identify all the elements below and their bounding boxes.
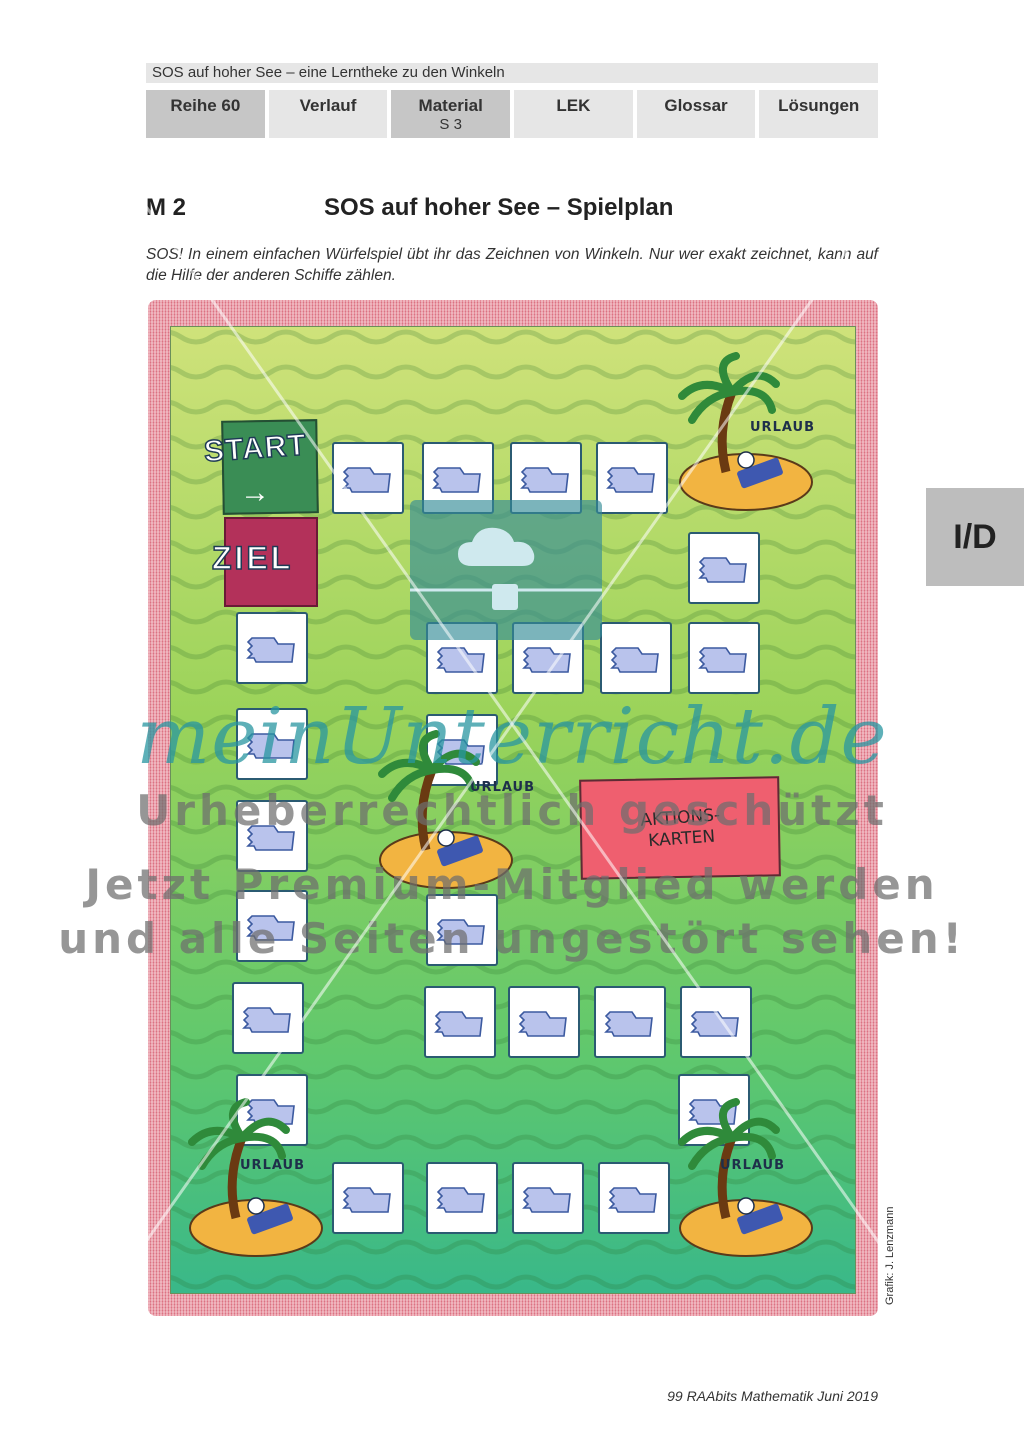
intro-text: SOS! In einem einfachen Würfelspiel übt … (146, 246, 878, 284)
ship-icon (434, 1011, 483, 1037)
palm-tree-icon (678, 1098, 813, 1257)
ziel-label: ZIEL (211, 539, 294, 577)
watermark-line-1: Urheberrechtlich geschützt (136, 786, 888, 835)
tab-glossar[interactable]: Glossar (636, 90, 756, 138)
board-field (512, 1162, 584, 1234)
board-field (596, 442, 668, 514)
board-field (680, 986, 752, 1058)
urlaub-label: URLAUB (750, 420, 815, 435)
ship-icon (698, 557, 747, 583)
board-field (232, 982, 304, 1054)
ship-icon (698, 647, 747, 673)
watermark-brand: meinUnterricht.de (136, 692, 888, 782)
urlaub-island (186, 1098, 326, 1263)
board-field (236, 612, 308, 684)
ship-icon (604, 1011, 653, 1037)
wave-line (171, 1274, 855, 1290)
urlaub-label: URLAUB (720, 1158, 785, 1173)
ship-icon (520, 467, 569, 493)
watermark-bag (410, 500, 602, 640)
watermark-line-2: Jetzt Premium-Mitglied werden (85, 860, 939, 909)
urlaub-label: URLAUB (240, 1158, 305, 1173)
palm-tree-icon (188, 1098, 323, 1257)
tab-reihe[interactable]: Reihe 60 (146, 90, 265, 138)
board-field (332, 1162, 404, 1234)
board-field (332, 442, 404, 514)
board-field (424, 986, 496, 1058)
tab-lek[interactable]: LEK (514, 90, 633, 138)
board-field (600, 622, 672, 694)
ship-icon (242, 1007, 291, 1033)
ship-icon (690, 1011, 739, 1037)
wave-line (171, 959, 855, 975)
board-field (688, 532, 760, 604)
watermark-line-3: und alle Seiten ungestört sehen! (58, 914, 966, 963)
ship-icon (610, 647, 659, 673)
page-title: SOS auf hoher See – Spielplan (324, 194, 674, 221)
ship-icon (342, 1187, 391, 1213)
ship-icon (518, 1011, 567, 1037)
ship-icon (432, 467, 481, 493)
board-field (598, 1162, 670, 1234)
urlaub-island (676, 1098, 816, 1263)
series-title: SOS auf hoher See – eine Lerntheke zu de… (146, 63, 878, 83)
tab-verlauf[interactable]: Verlauf (268, 90, 388, 138)
ship-icon (522, 1187, 571, 1213)
ship-icon (342, 467, 391, 493)
ship-icon (608, 1187, 657, 1213)
ship-icon (522, 647, 571, 673)
page-footer: 99 RAAbits Mathematik Juni 2019 (667, 1388, 878, 1404)
cloud-icon (410, 527, 602, 610)
start-label: START (202, 428, 308, 470)
ship-icon (606, 467, 655, 493)
ship-icon (436, 647, 485, 673)
arrow-right-icon: → (240, 476, 270, 509)
board-field (688, 622, 760, 694)
ship-icon (436, 1187, 485, 1213)
ship-icon (246, 637, 295, 663)
board-field (508, 986, 580, 1058)
board-field (594, 986, 666, 1058)
board-field (426, 1162, 498, 1234)
wave-line (171, 329, 855, 345)
tab-loesungen[interactable]: Lösungen (759, 90, 879, 138)
material-label: M 2 (146, 194, 187, 221)
side-tab-level: I/D (926, 488, 1024, 586)
